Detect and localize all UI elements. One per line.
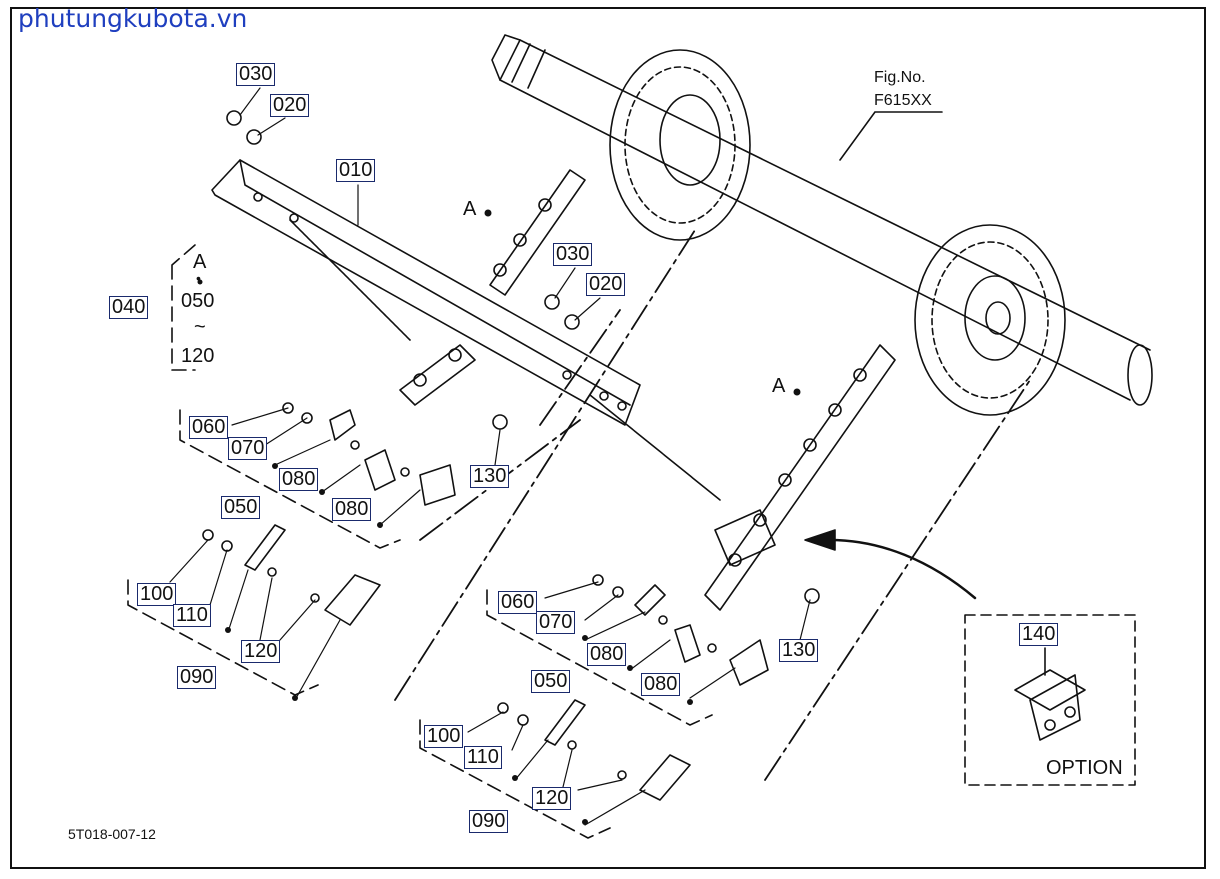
washer-020-right xyxy=(564,314,580,330)
callout-060-left: 060 xyxy=(189,416,229,439)
nut-030-right xyxy=(544,294,560,310)
callout-030-right: 030 xyxy=(553,243,593,266)
nut-030-left xyxy=(226,110,242,126)
chain-upper xyxy=(399,169,586,406)
callout-080-right-2: 080 xyxy=(641,673,681,696)
callout-100-right: 100 xyxy=(424,725,464,748)
callout-120-right: 120 xyxy=(532,787,572,810)
callout-120-left: 120 xyxy=(241,640,281,663)
watermark: phutungkubota.vn xyxy=(18,4,248,33)
callout-090-left: 090 xyxy=(177,666,217,689)
washer-020-left xyxy=(246,129,262,145)
option-part-140 xyxy=(1014,647,1086,741)
drive-shaft xyxy=(491,34,1153,406)
sprocket-left xyxy=(609,49,751,241)
callout-130-right: 130 xyxy=(779,639,819,662)
callout-050-right: 050 xyxy=(531,670,571,693)
guide-rail xyxy=(211,159,641,426)
option-box xyxy=(964,614,1136,786)
callout-050-left: 050 xyxy=(221,496,261,519)
callout-140: 140 xyxy=(1019,623,1059,646)
range-120: 120 xyxy=(181,345,215,367)
range-tilde: ~ xyxy=(194,316,206,338)
group-brackets xyxy=(127,244,713,839)
callout-090-right: 090 xyxy=(469,810,509,833)
callout-100-left: 100 xyxy=(137,583,177,606)
ref-letter-a-upper: A xyxy=(463,198,477,220)
drawing-code: 5T018-007-12 xyxy=(68,826,156,842)
callout-060-right: 060 xyxy=(498,591,538,614)
callout-110-right: 110 xyxy=(464,746,502,769)
callout-080-right-1: 080 xyxy=(587,643,627,666)
fig-no-label: Fig.No. xyxy=(874,69,926,86)
leader-dots xyxy=(197,209,801,825)
link-kit-left-upper xyxy=(282,402,508,506)
callout-070-left: 070 xyxy=(228,437,268,460)
callout-020-right: 020 xyxy=(586,273,626,296)
fig-no-value: F615XX xyxy=(874,92,932,109)
sprocket-right xyxy=(914,224,1066,416)
range-050: 050 xyxy=(181,290,215,312)
range-dot: • xyxy=(196,270,201,286)
ref-letter-a-right: A xyxy=(772,375,786,397)
link-kit-right-lower xyxy=(497,699,691,801)
fig-leader xyxy=(839,111,943,161)
callout-080-left-2: 080 xyxy=(332,498,372,521)
callout-080-left-1: 080 xyxy=(279,468,319,491)
callout-030-left: 030 xyxy=(236,63,276,86)
callout-leaders xyxy=(169,87,811,826)
link-kit-left-lower xyxy=(202,524,381,626)
callout-040: 040 xyxy=(109,296,149,319)
option-arrow xyxy=(828,538,977,600)
callout-070-right: 070 xyxy=(536,611,576,634)
link-kit-right-upper xyxy=(592,574,820,686)
callout-010: 010 xyxy=(336,159,376,182)
callout-110-left: 110 xyxy=(173,604,211,627)
range-letter-a: A xyxy=(193,251,207,273)
callout-020-left: 020 xyxy=(270,94,310,117)
option-label: OPTION xyxy=(1046,757,1123,779)
callout-130-left: 130 xyxy=(470,465,510,488)
center-lines xyxy=(394,229,1031,781)
chain-right xyxy=(704,344,896,611)
